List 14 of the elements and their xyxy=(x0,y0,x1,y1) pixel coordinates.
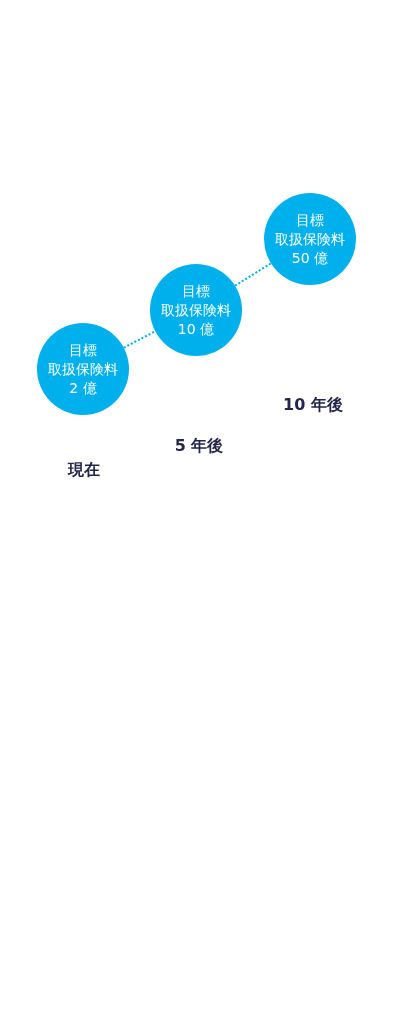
circle-text: 目標 xyxy=(296,210,324,230)
year-label: 10 年後 xyxy=(283,395,343,416)
year-label: 現在 xyxy=(68,460,100,481)
circle-text: 50 億 xyxy=(291,248,329,268)
circle-text: 目標 xyxy=(69,340,97,360)
year-label: 5 年後 xyxy=(174,436,224,457)
circle-text: 10 億 xyxy=(177,319,215,339)
dotted-connector xyxy=(234,262,272,287)
circle-text: 取扱保険料 xyxy=(161,300,231,320)
circle-text: 2 億 xyxy=(69,378,97,398)
dotted-connector xyxy=(122,330,157,349)
circle-text: 取扱保険料 xyxy=(48,359,118,379)
circle-text: 取扱保険料 xyxy=(275,229,345,249)
circle-text: 目標 xyxy=(182,281,210,301)
